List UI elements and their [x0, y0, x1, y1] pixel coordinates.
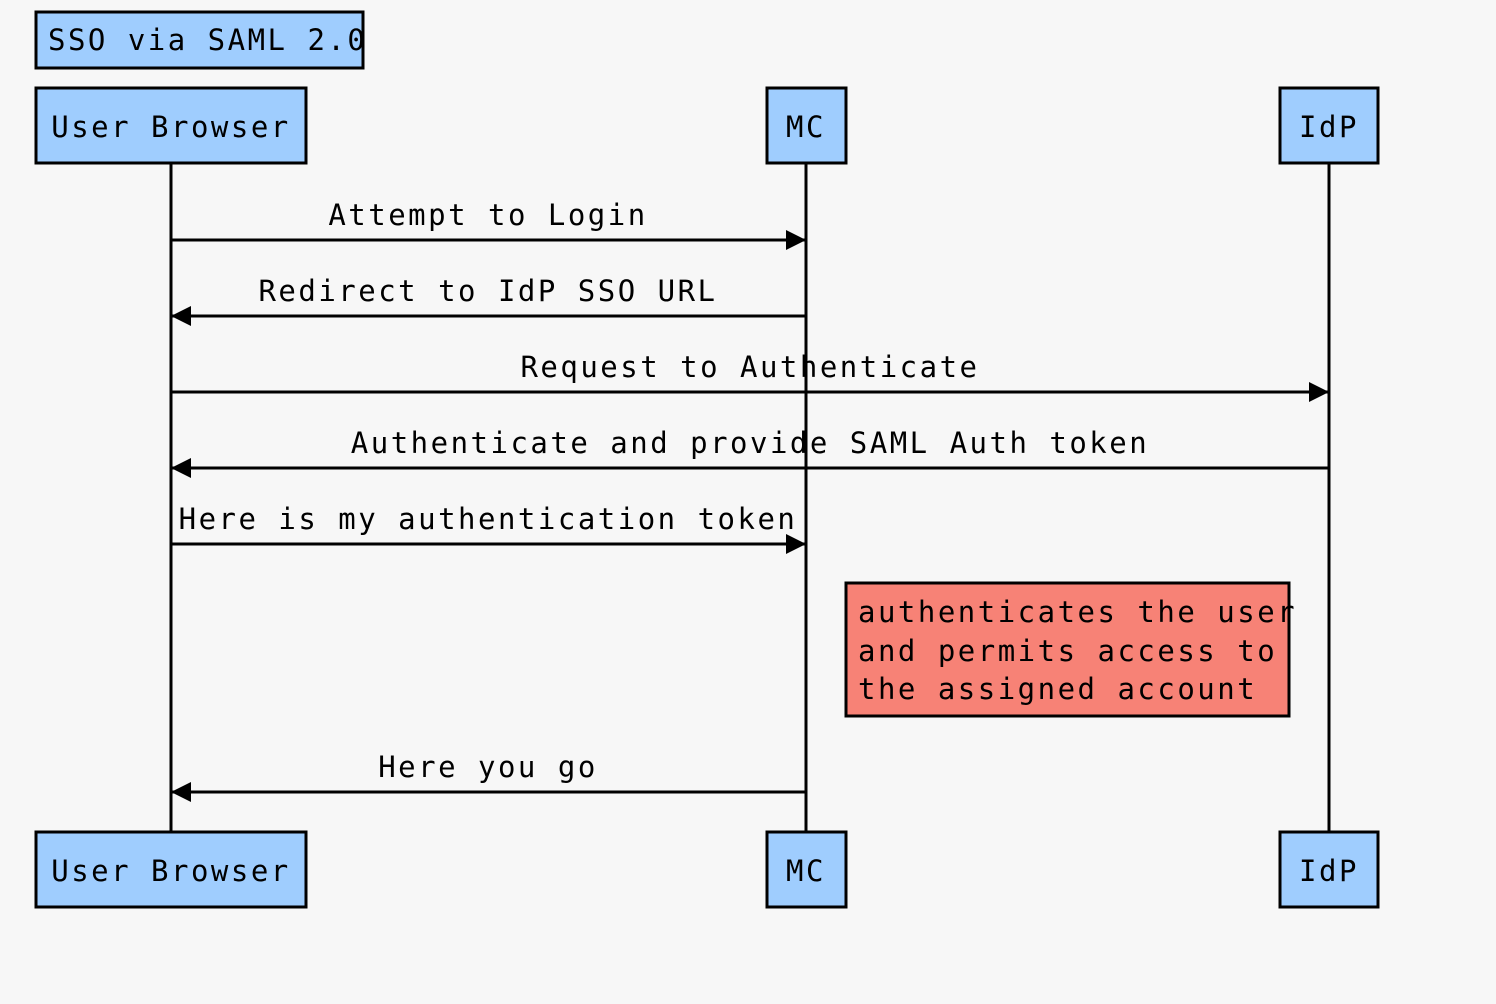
message-label: Here you go	[378, 750, 598, 784]
message-here-is-my-token: Here is my authentication token	[171, 502, 806, 554]
message-here-you-go: Here you go	[171, 750, 806, 802]
message-attempt-to-login: Attempt to Login	[171, 198, 806, 250]
participant-label: User Browser	[51, 854, 291, 888]
participant-user-browser-bottom: User Browser	[34, 830, 308, 909]
message-redirect-to-idp: Redirect to IdP SSO URL	[171, 274, 806, 326]
participant-label: MC	[786, 854, 826, 888]
message-label: Attempt to Login	[328, 198, 647, 232]
note-mc: authenticates the user and permits acces…	[844, 581, 1297, 718]
participant-label: IdP	[1299, 854, 1359, 888]
note-line: and permits access to	[858, 634, 1277, 668]
message-label: Authenticate and provide SAML Auth token	[351, 426, 1149, 460]
participant-mc-bottom: MC	[765, 830, 848, 909]
note-line: the assigned account	[858, 672, 1257, 706]
participant-user-browser-top: User Browser	[34, 86, 308, 165]
diagram-title-text: SSO via SAML 2.0	[48, 23, 367, 57]
message-authenticate-and-provide-token: Authenticate and provide SAML Auth token	[171, 426, 1329, 478]
participant-mc-top: MC	[765, 86, 848, 165]
participant-idp-bottom: IdP	[1278, 830, 1380, 909]
participant-label: IdP	[1299, 110, 1359, 144]
participant-label: MC	[786, 110, 826, 144]
note-line: authenticates the user	[858, 595, 1297, 629]
diagram-title: SSO via SAML 2.0	[34, 10, 367, 70]
participant-label: User Browser	[51, 110, 291, 144]
message-label: Request to Authenticate	[520, 350, 979, 384]
participant-idp-top: IdP	[1278, 86, 1380, 165]
message-request-to-authenticate: Request to Authenticate	[171, 350, 1329, 402]
message-label: Redirect to IdP SSO URL	[258, 274, 717, 308]
message-label: Here is my authentication token	[179, 502, 798, 536]
